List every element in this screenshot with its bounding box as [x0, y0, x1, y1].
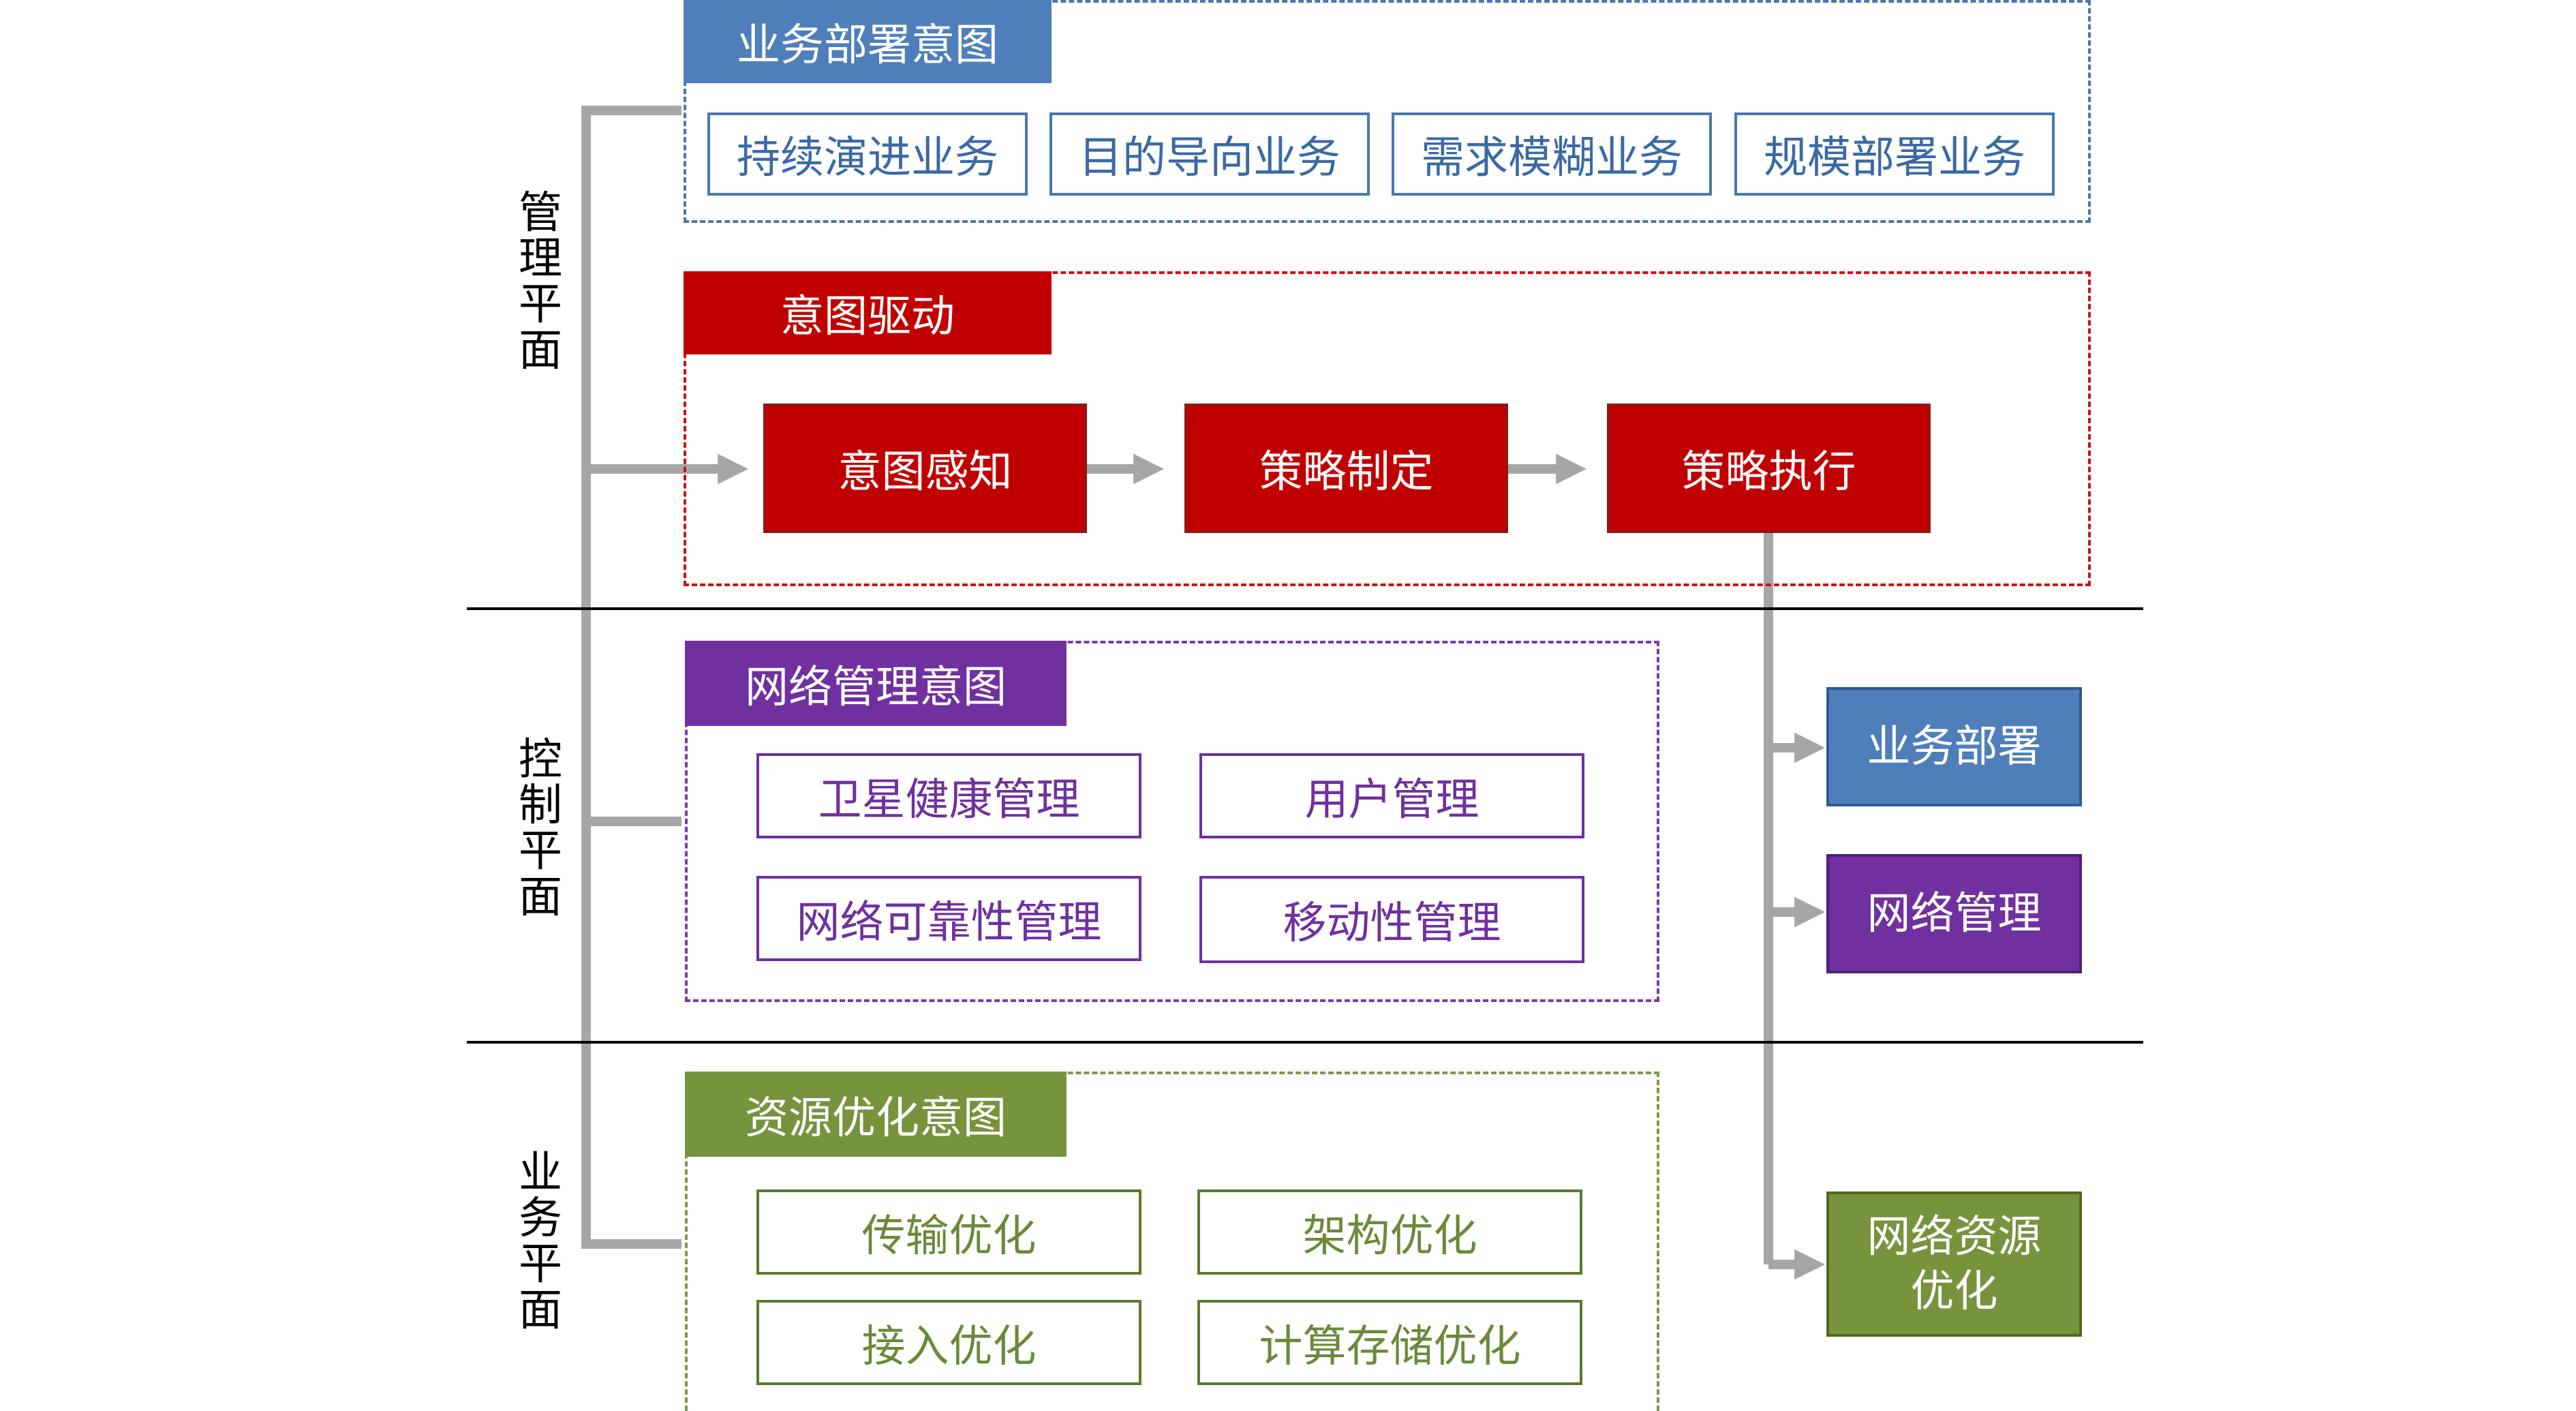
- control-plane-label: 控 制 平 面: [503, 735, 578, 923]
- mobility-management-item: 移动性管理: [1199, 876, 1584, 963]
- plane-char: 制: [519, 780, 562, 832]
- access-optimization-item: 接入优化: [756, 1300, 1141, 1385]
- left-spine-line: [581, 106, 681, 1249]
- business-plane-label: 业 务 平 面: [503, 1148, 578, 1336]
- intent-perception-step: 意图感知: [763, 404, 1087, 533]
- policy-execution-step: 策略执行: [1607, 404, 1931, 533]
- plane-char: 面: [519, 325, 562, 376]
- architecture-optimization-item: 架构优化: [1197, 1189, 1582, 1275]
- business-deployment-intent-group: [684, 0, 2091, 223]
- management-plane-label: 管 理 平 面: [503, 188, 578, 376]
- plane-char: 平: [519, 826, 562, 877]
- management-control-divider: [467, 607, 2143, 610]
- compute-storage-optimization-item: 计算存储优化: [1197, 1300, 1582, 1385]
- output-line: 优化: [1910, 1266, 1998, 1317]
- network-resource-optimization-output: 网络资源 优化: [1826, 1192, 2082, 1337]
- control-business-divider: [467, 1041, 2143, 1044]
- plane-char: 面: [519, 1285, 562, 1336]
- network-management-intent-group: [685, 641, 1659, 1002]
- plane-char: 平: [519, 279, 562, 331]
- intent-driven-header: 意图驱动: [684, 271, 1052, 354]
- plane-char: 面: [519, 872, 562, 923]
- output-line: 网络资源: [1867, 1211, 2042, 1262]
- continuous-evolution-business-item: 持续演进业务: [707, 112, 1028, 196]
- business-deployment-intent-header: 业务部署意图: [684, 0, 1052, 83]
- network-reliability-management-item: 网络可靠性管理: [756, 876, 1141, 961]
- plane-char: 务: [519, 1194, 562, 1245]
- network-management-intent-header: 网络管理意图: [685, 641, 1067, 726]
- satellite-health-management-item: 卫星健康管理: [756, 753, 1141, 838]
- intent-driven-group: [684, 271, 2091, 586]
- transmission-optimization-item: 传输优化: [756, 1189, 1141, 1275]
- scale-deployment-business-item: 规模部署业务: [1734, 112, 2055, 196]
- business-deployment-output: 业务部署: [1826, 687, 2082, 806]
- network-management-output: 网络管理: [1826, 854, 2082, 973]
- ambiguous-demand-business-item: 需求模糊业务: [1392, 112, 1712, 196]
- plane-char: 业: [519, 1148, 562, 1198]
- plane-char: 理: [519, 234, 562, 285]
- plane-char: 平: [519, 1239, 562, 1290]
- plane-char: 控: [519, 735, 562, 785]
- resource-optimization-intent-header: 资源优化意图: [685, 1072, 1067, 1157]
- goal-oriented-business-item: 目的导向业务: [1049, 112, 1370, 196]
- user-management-item: 用户管理: [1199, 753, 1584, 838]
- plane-char: 管: [519, 188, 562, 239]
- resource-optimization-intent-group: [685, 1072, 1659, 1411]
- policy-formulation-step: 策略制定: [1184, 404, 1508, 533]
